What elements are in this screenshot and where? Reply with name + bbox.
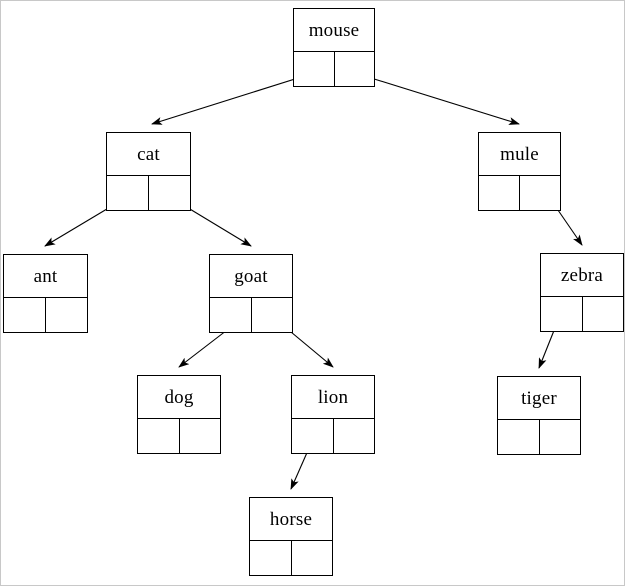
- tree-node-cat[interactable]: cat: [106, 132, 191, 211]
- tree-node-right-pointer-cell[interactable]: [520, 176, 560, 210]
- tree-node-lion[interactable]: lion: [291, 375, 375, 454]
- tree-node-label: dog: [164, 386, 194, 408]
- tree-node-mule[interactable]: mule: [478, 132, 561, 211]
- tree-node-pointer-cells: [498, 419, 580, 454]
- tree-node-label: goat: [234, 265, 268, 287]
- tree-node-left-pointer-cell[interactable]: [541, 297, 583, 331]
- tree-node-left-pointer-cell[interactable]: [294, 52, 335, 86]
- tree-node-label: ant: [33, 265, 58, 287]
- tree-edge-arrow-mouse-left-cat: [151, 72, 315, 125]
- tree-node-right-pointer-cell[interactable]: [179, 419, 220, 453]
- tree-node-label: mouse: [308, 19, 360, 41]
- tree-node-mouse[interactable]: mouse: [293, 8, 375, 87]
- tree-node-dog[interactable]: dog: [137, 375, 221, 454]
- tree-node-label: zebra: [560, 264, 604, 286]
- tree-node-label: cat: [137, 143, 160, 165]
- tree-node-left-pointer-cell[interactable]: [138, 419, 180, 453]
- tree-node-pointer-cells: [250, 540, 332, 575]
- tree-node-right-pointer-cell[interactable]: [291, 541, 332, 575]
- tree-node-pointer-cells: [4, 297, 87, 332]
- tree-edge-arrow-mouse-right-mule: [354, 72, 520, 125]
- tree-node-pointer-cells: [210, 297, 292, 332]
- tree-node-label: horse: [269, 508, 313, 530]
- tree-node-pointer-cells: [541, 296, 623, 331]
- tree-node-right-pointer-cell[interactable]: [582, 297, 623, 331]
- tree-node-label: mule: [500, 143, 539, 165]
- tree-node-left-pointer-cell[interactable]: [292, 419, 334, 453]
- tree-node-ant[interactable]: ant: [3, 254, 88, 333]
- tree-node-left-pointer-cell[interactable]: [107, 176, 149, 210]
- tree-node-left-pointer-cell[interactable]: [250, 541, 292, 575]
- tree-node-right-pointer-cell[interactable]: [539, 420, 580, 454]
- tree-node-pointer-cells: [292, 418, 374, 453]
- tree-node-goat[interactable]: goat: [209, 254, 293, 333]
- tree-node-left-pointer-cell[interactable]: [210, 298, 252, 332]
- tree-node-pointer-cells: [138, 418, 220, 453]
- tree-node-left-pointer-cell[interactable]: [4, 298, 46, 332]
- tree-node-tiger[interactable]: tiger: [497, 376, 581, 455]
- tree-node-label: tiger: [521, 387, 557, 409]
- tree-node-label: lion: [317, 386, 349, 408]
- tree-node-pointer-cells: [294, 51, 374, 86]
- tree-node-right-pointer-cell[interactable]: [333, 419, 374, 453]
- tree-node-pointer-cells: [479, 175, 560, 210]
- tree-node-left-pointer-cell[interactable]: [479, 176, 520, 210]
- tree-node-left-pointer-cell[interactable]: [498, 420, 540, 454]
- tree-node-zebra[interactable]: zebra: [540, 253, 624, 332]
- tree-node-right-pointer-cell[interactable]: [149, 176, 190, 210]
- tree-node-right-pointer-cell[interactable]: [334, 52, 374, 86]
- tree-node-horse[interactable]: horse: [249, 497, 333, 576]
- tree-node-pointer-cells: [107, 175, 190, 210]
- tree-node-right-pointer-cell[interactable]: [251, 298, 292, 332]
- tree-node-right-pointer-cell[interactable]: [46, 298, 87, 332]
